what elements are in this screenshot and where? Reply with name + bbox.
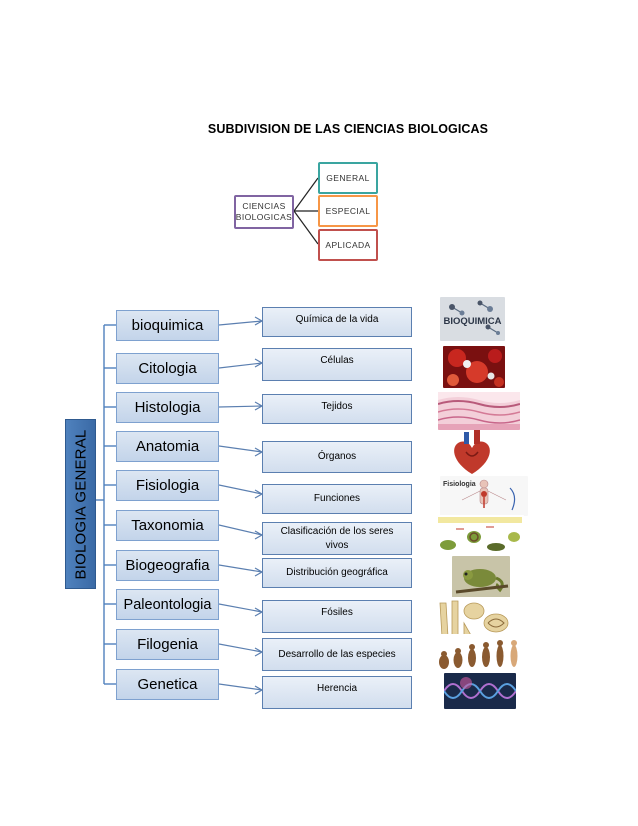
branch-anatomia: Anatomia xyxy=(116,431,219,462)
ciencias-biologicas-label: CIENCIAS BIOLOGICAS xyxy=(235,201,293,222)
branch-taxonomia: Taxonomia xyxy=(116,510,219,541)
branch-label: Genetica xyxy=(137,676,198,693)
top-tree-connectors xyxy=(293,177,319,245)
branch-label: Filogenia xyxy=(137,636,198,653)
tissue-image xyxy=(438,392,520,430)
bioquimica-image: BIOQUIMICA xyxy=(440,297,505,341)
desc-label: Distribución geográfica xyxy=(286,567,388,578)
desc-label: Órganos xyxy=(317,451,357,462)
branch-fisiologia: Fisiologia xyxy=(116,470,219,501)
fisiologia-image-text: Fisiologia xyxy=(443,481,476,488)
branch-histologia: Histologia xyxy=(116,392,219,423)
branch-label: Histologia xyxy=(134,399,201,416)
desc-label: Fósiles xyxy=(321,607,353,618)
desc-bioquimica: Química de la vida xyxy=(262,307,412,337)
branch-biogeografia: Biogeografia xyxy=(116,550,219,581)
desc-label: Química de la vida xyxy=(295,314,379,325)
branch-paleontologia: Paleontologia xyxy=(116,589,219,620)
desc-label: Clasificación de los seres vivos xyxy=(280,525,394,551)
evolution-image xyxy=(436,634,520,672)
aplicada-label: APLICADA xyxy=(325,239,371,250)
branch-label: Anatomia xyxy=(135,438,200,455)
biologia-general-label: BIOLOGIA GENERAL xyxy=(72,429,90,579)
branch-citologia: Citologia xyxy=(116,353,219,384)
general-label: GENERAL xyxy=(326,172,370,183)
general-node: GENERAL xyxy=(318,162,378,194)
desc-label: Tejidos xyxy=(321,401,353,412)
main-tree-connectors xyxy=(96,324,116,685)
desc-citologia: Células xyxy=(262,348,412,381)
branch-label: Fisiologia xyxy=(135,477,200,494)
fossils-image xyxy=(436,597,518,639)
branch-label: bioquimica xyxy=(131,317,204,334)
bioquimica-image-text: BIOQUIMICA xyxy=(443,316,501,327)
desc-paleontologia: Fósiles xyxy=(262,600,412,633)
desc-histologia: Tejidos xyxy=(262,394,412,424)
desc-label: Herencia xyxy=(316,683,358,694)
page-title: SUBDIVISION DE LAS CIENCIAS BIOLOGICAS xyxy=(207,122,489,136)
branch-filogenia: Filogenia xyxy=(116,629,219,660)
classification-image xyxy=(436,515,524,557)
ciencias-biologicas-node: CIENCIAS BIOLOGICAS xyxy=(234,195,294,229)
desc-taxonomia: Clasificación de los seres vivos xyxy=(262,522,412,555)
especial-node: ESPECIAL xyxy=(318,195,378,227)
heart-image xyxy=(446,430,498,478)
desc-label: Células xyxy=(320,355,354,366)
especial-label: ESPECIAL xyxy=(325,205,371,216)
branch-label: Paleontologia xyxy=(123,596,212,613)
desc-biogeografia: Distribución geográfica xyxy=(262,558,412,588)
dna-image xyxy=(444,673,516,709)
desc-genetica: Herencia xyxy=(262,676,412,709)
desc-filogenia: Desarrollo de las especies xyxy=(262,638,412,671)
chameleon-image xyxy=(452,556,510,598)
branch-genetica: Genetica xyxy=(116,669,219,700)
branch-label: Biogeografia xyxy=(125,557,210,574)
desc-label: Desarrollo de las especies xyxy=(278,648,396,660)
desc-anatomia: Órganos xyxy=(262,441,412,473)
arrow-connectors xyxy=(218,316,264,695)
branch-label: Taxonomia xyxy=(131,517,204,534)
aplicada-node: APLICADA xyxy=(318,229,378,261)
branch-label: Citologia xyxy=(138,360,197,377)
branch-bioquimica: bioquimica xyxy=(116,310,219,341)
desc-fisiologia: Funciones xyxy=(262,484,412,514)
cells-image xyxy=(443,346,505,388)
body-systems-image: Fisiologia xyxy=(440,476,528,516)
desc-label: Funciones xyxy=(313,493,361,504)
biologia-general-node: BIOLOGIA GENERAL xyxy=(65,419,96,589)
